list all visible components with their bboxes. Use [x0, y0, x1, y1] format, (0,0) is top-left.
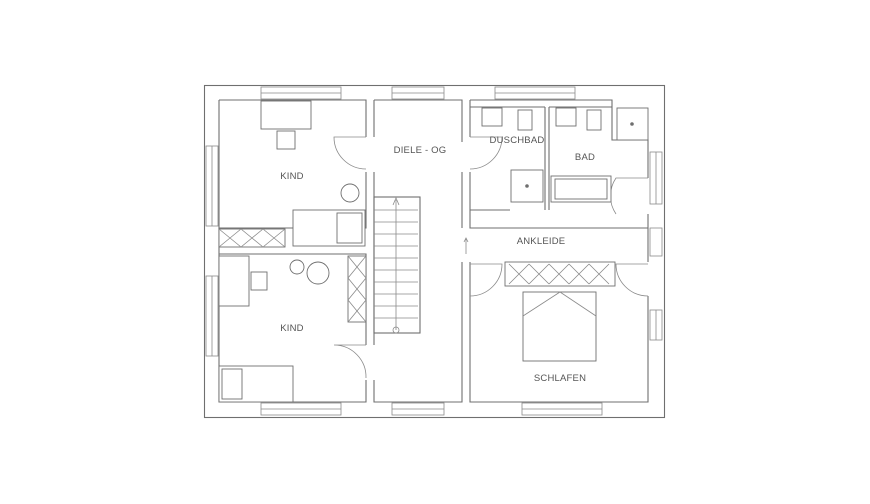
room-label-kind-bottom: KIND	[280, 323, 304, 334]
doors	[333, 136, 649, 379]
room-label-duschbad: DUSCHBAD	[490, 135, 545, 146]
outer-wall	[203, 84, 666, 419]
furniture-kind-top	[218, 100, 366, 248]
interior-walls	[218, 99, 649, 403]
windows	[205, 86, 663, 416]
room-label-ankleide: ANKLEIDE	[517, 236, 566, 247]
room-label-bad: BAD	[575, 152, 595, 163]
room-label-schlafen: SCHLAFEN	[534, 373, 586, 384]
furniture-baths	[481, 107, 649, 203]
room-label-diele: DIELE - OG	[394, 145, 447, 156]
room-label-kind-top: KIND	[280, 171, 304, 182]
furniture-kind-bottom	[218, 255, 367, 403]
furniture-bedroom	[504, 261, 616, 362]
staircase	[373, 196, 421, 334]
